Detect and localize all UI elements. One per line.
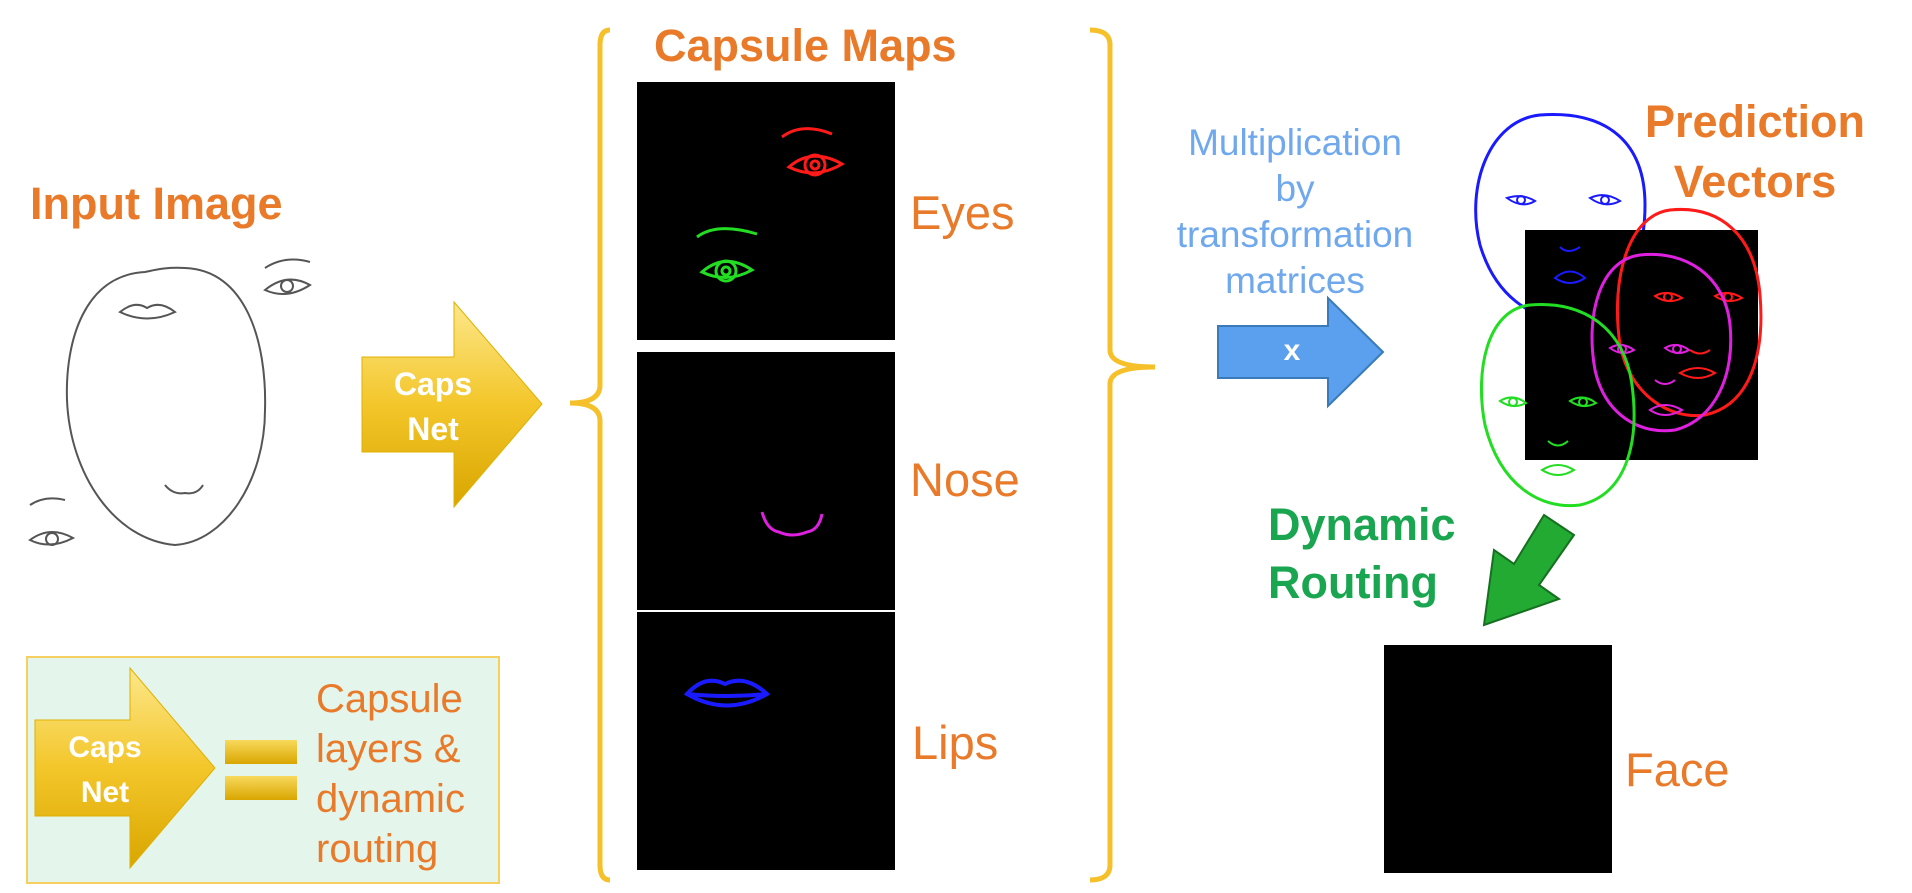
legend-line1: Capsule (316, 677, 463, 721)
capsule-maps-title: Capsule Maps (654, 20, 957, 71)
capsule-label-eyes: Eyes (910, 186, 1015, 239)
right-brace (1089, 27, 1156, 883)
red-eye (781, 127, 845, 177)
legend-capsnet-arrow (34, 666, 216, 870)
legend-equals-bottom-bar (225, 776, 297, 800)
prediction-line2: Vectors (1673, 156, 1837, 207)
capsule-map-lips (637, 612, 895, 870)
input-face-sketch (28, 258, 312, 547)
capsnet-arrow-line1: Caps (393, 366, 473, 402)
sketch-eye-bottom-left (28, 497, 76, 546)
prediction-line1: Prediction (1644, 96, 1866, 147)
prediction-vectors-title: Prediction Vectors (1630, 92, 1880, 212)
legend-line4: routing (316, 827, 439, 871)
face-label: Face (1625, 743, 1730, 796)
magenta-face-features (1608, 344, 1691, 416)
capsnet-arrow (361, 300, 543, 509)
blue-face-features (1504, 194, 1622, 284)
capsnet-arrow-label: Caps Net (368, 362, 498, 452)
green-eye (696, 227, 758, 283)
sketch-lips (118, 303, 177, 320)
magenta-nose (760, 511, 824, 537)
prediction-vectors-graphic (1474, 113, 1763, 508)
input-image-title: Input Image (30, 178, 283, 229)
multiplication-symbol: x (1283, 334, 1301, 367)
multiplication-line1: Multiplication (1188, 122, 1402, 163)
sketch-eye-top-right (263, 258, 312, 295)
multiplication-line4: matrices (1225, 260, 1365, 301)
routing-line1: Dynamic (1268, 499, 1456, 550)
multiplication-line3: transformation (1176, 214, 1414, 255)
dynamic-routing-arrow (1482, 513, 1576, 627)
capsule-label-nose: Nose (910, 453, 1020, 506)
multiplication-text: Multiplication by transformation matrice… (1150, 120, 1440, 304)
capsule-label-lips: Lips (912, 716, 999, 769)
legend-line3: dynamic (316, 777, 465, 821)
multiplication-arrow (1217, 295, 1385, 409)
prediction-black-square (1525, 230, 1758, 460)
magenta-face-outline (1590, 252, 1733, 433)
legend-arrow-line1: Caps (68, 731, 142, 764)
legend-equals-top-bar (225, 740, 297, 764)
legend-description: Capsule layers & dynamic routing (316, 674, 465, 874)
capsule-map-eyes (637, 82, 895, 340)
multiplication-line2: by (1275, 168, 1315, 209)
legend-arrow-line2: Net (80, 776, 130, 809)
green-face-outline (1479, 302, 1636, 508)
legend-line2: layers & (316, 727, 461, 771)
legend-arrow-label: Caps Net (40, 725, 170, 815)
routing-line2: Routing (1268, 557, 1438, 608)
dynamic-routing-title: Dynamic Routing (1268, 496, 1456, 612)
capsule-map-nose (637, 352, 895, 610)
blue-lips (683, 678, 771, 708)
capsnet-arrow-line2: Net (407, 411, 459, 447)
face-output-box (1384, 645, 1612, 873)
green-face-features (1498, 396, 1598, 476)
left-brace (569, 27, 611, 883)
sketch-nose (164, 484, 204, 495)
face-outline-sketch (65, 266, 267, 547)
